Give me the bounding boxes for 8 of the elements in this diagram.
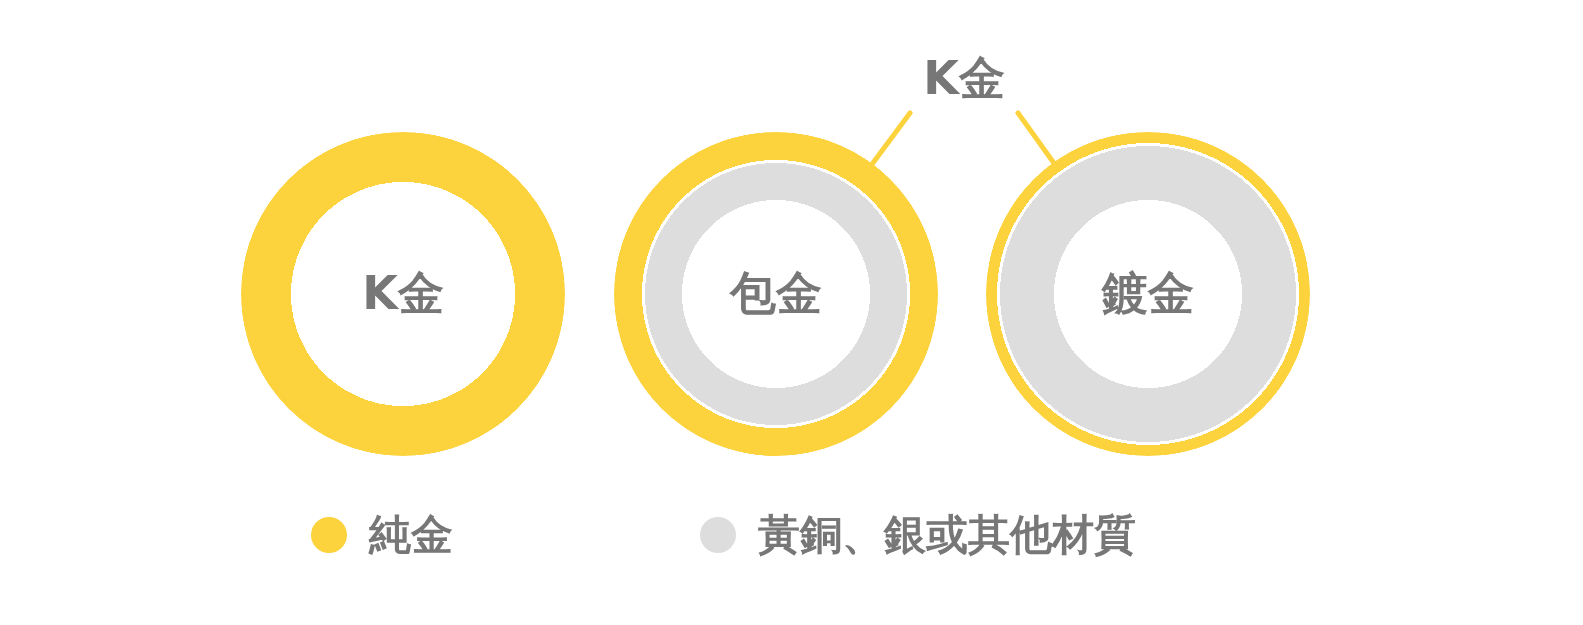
legend-label: 純金: [369, 509, 453, 561]
circle-label: K金: [362, 265, 444, 322]
callout-label: K金: [910, 45, 1018, 113]
circle-label: 包金: [730, 265, 822, 322]
leader-line: [869, 110, 913, 167]
legend-label: 黃銅、銀或其他材質: [758, 509, 1136, 561]
circle-label: 鍍金: [1102, 265, 1194, 322]
leader-line: [1015, 110, 1056, 165]
